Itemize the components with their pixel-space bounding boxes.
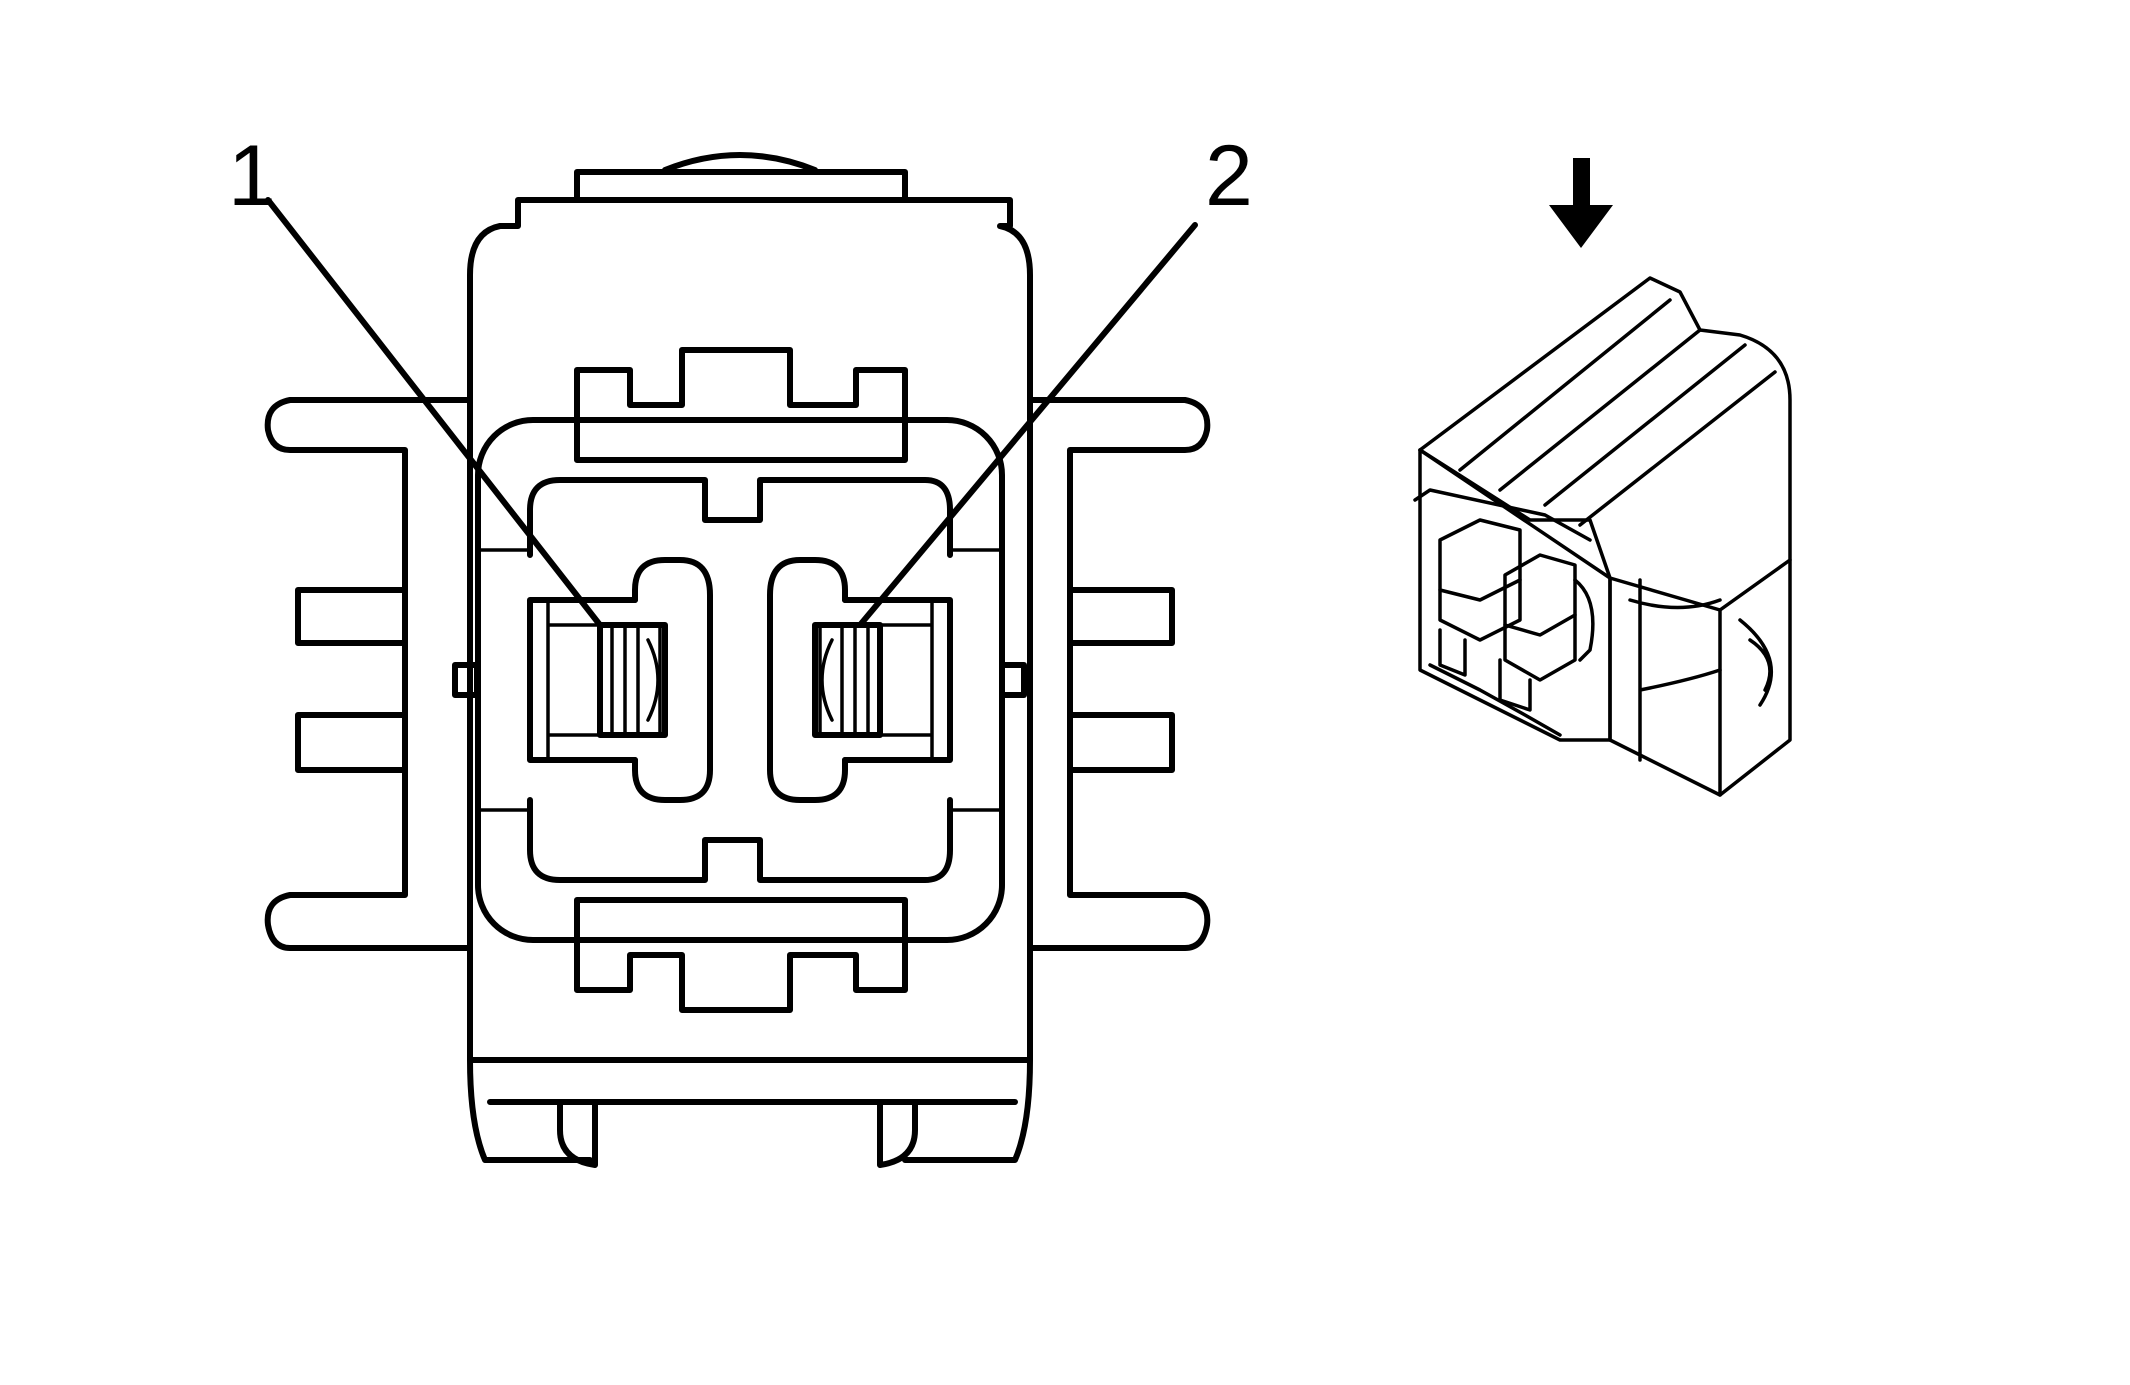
right-rail — [1027, 397, 1211, 951]
right-notch — [999, 662, 1027, 698]
left-tabs — [295, 587, 408, 773]
top-bump — [662, 152, 818, 173]
housing-base-lines — [467, 1057, 1033, 1105]
callout-label-2: 2 — [1205, 128, 1253, 224]
left-foot — [557, 1099, 598, 1168]
terminal-1 — [597, 622, 668, 738]
inner-frame — [475, 417, 1005, 943]
terminal-2 — [812, 622, 883, 738]
callout-label-1: 1 — [228, 128, 276, 224]
top-lip — [567, 169, 913, 203]
cavity-upper — [527, 477, 953, 558]
left-rail — [264, 397, 473, 951]
bottom-key — [574, 897, 908, 1013]
leader-line-2 — [857, 222, 1198, 628]
inner-rails — [476, 548, 1004, 812]
connector-isometric-view — [1413, 276, 1792, 797]
cavity-lower — [527, 797, 953, 883]
left-notch — [452, 662, 480, 698]
top-key — [574, 347, 908, 463]
right-foot — [877, 1099, 918, 1168]
down-arrow-icon — [1549, 158, 1613, 248]
center-column — [632, 557, 848, 803]
leader-line-1 — [265, 197, 603, 628]
connector-face-view: 1 2 — [228, 128, 1253, 1168]
right-tabs — [1067, 587, 1175, 773]
housing-outer — [467, 197, 1033, 1163]
